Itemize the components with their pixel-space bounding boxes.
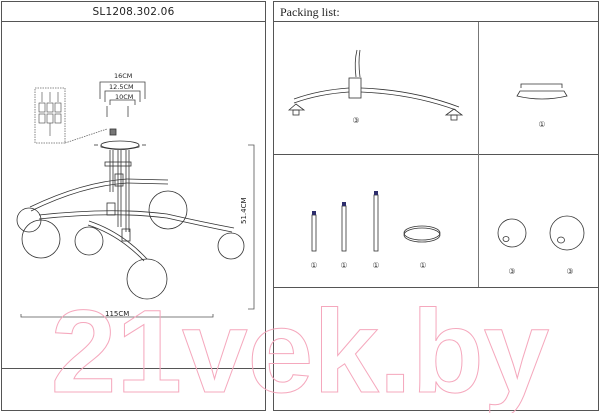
panel-footer-divider	[2, 368, 265, 369]
packing-row-divider-1	[274, 154, 598, 155]
packing-items-drawing	[287, 49, 585, 252]
dimension-total-width: 115CM	[105, 310, 130, 318]
qty-rod-short: ①	[310, 261, 318, 270]
qty-canopy: ①	[538, 120, 546, 129]
qty-ring: ①	[419, 261, 427, 270]
dimension-middle-width: 12.5CM	[109, 83, 134, 91]
product-spec-panel: SL1208.302.06	[1, 1, 266, 411]
qty-arm: ③	[352, 116, 360, 125]
qty-rod-medium: ①	[340, 261, 348, 270]
dimension-inner-width: 10CM	[115, 93, 134, 101]
lamp-technical-drawing	[16, 81, 255, 318]
qty-globe-small: ③	[508, 267, 516, 276]
model-number-title: SL1208.302.06	[2, 2, 265, 22]
qty-globe-large: ③	[566, 267, 574, 276]
dimension-total-height: 51.4CM	[240, 197, 248, 224]
packing-column-divider	[478, 22, 479, 287]
packing-list-panel: Packing list: ③	[273, 1, 599, 411]
packing-row-divider-2	[274, 287, 598, 288]
packing-list-title: Packing list:	[274, 2, 598, 22]
dimension-outer-width: 16CM	[114, 72, 133, 80]
qty-rod-long: ①	[372, 261, 380, 270]
